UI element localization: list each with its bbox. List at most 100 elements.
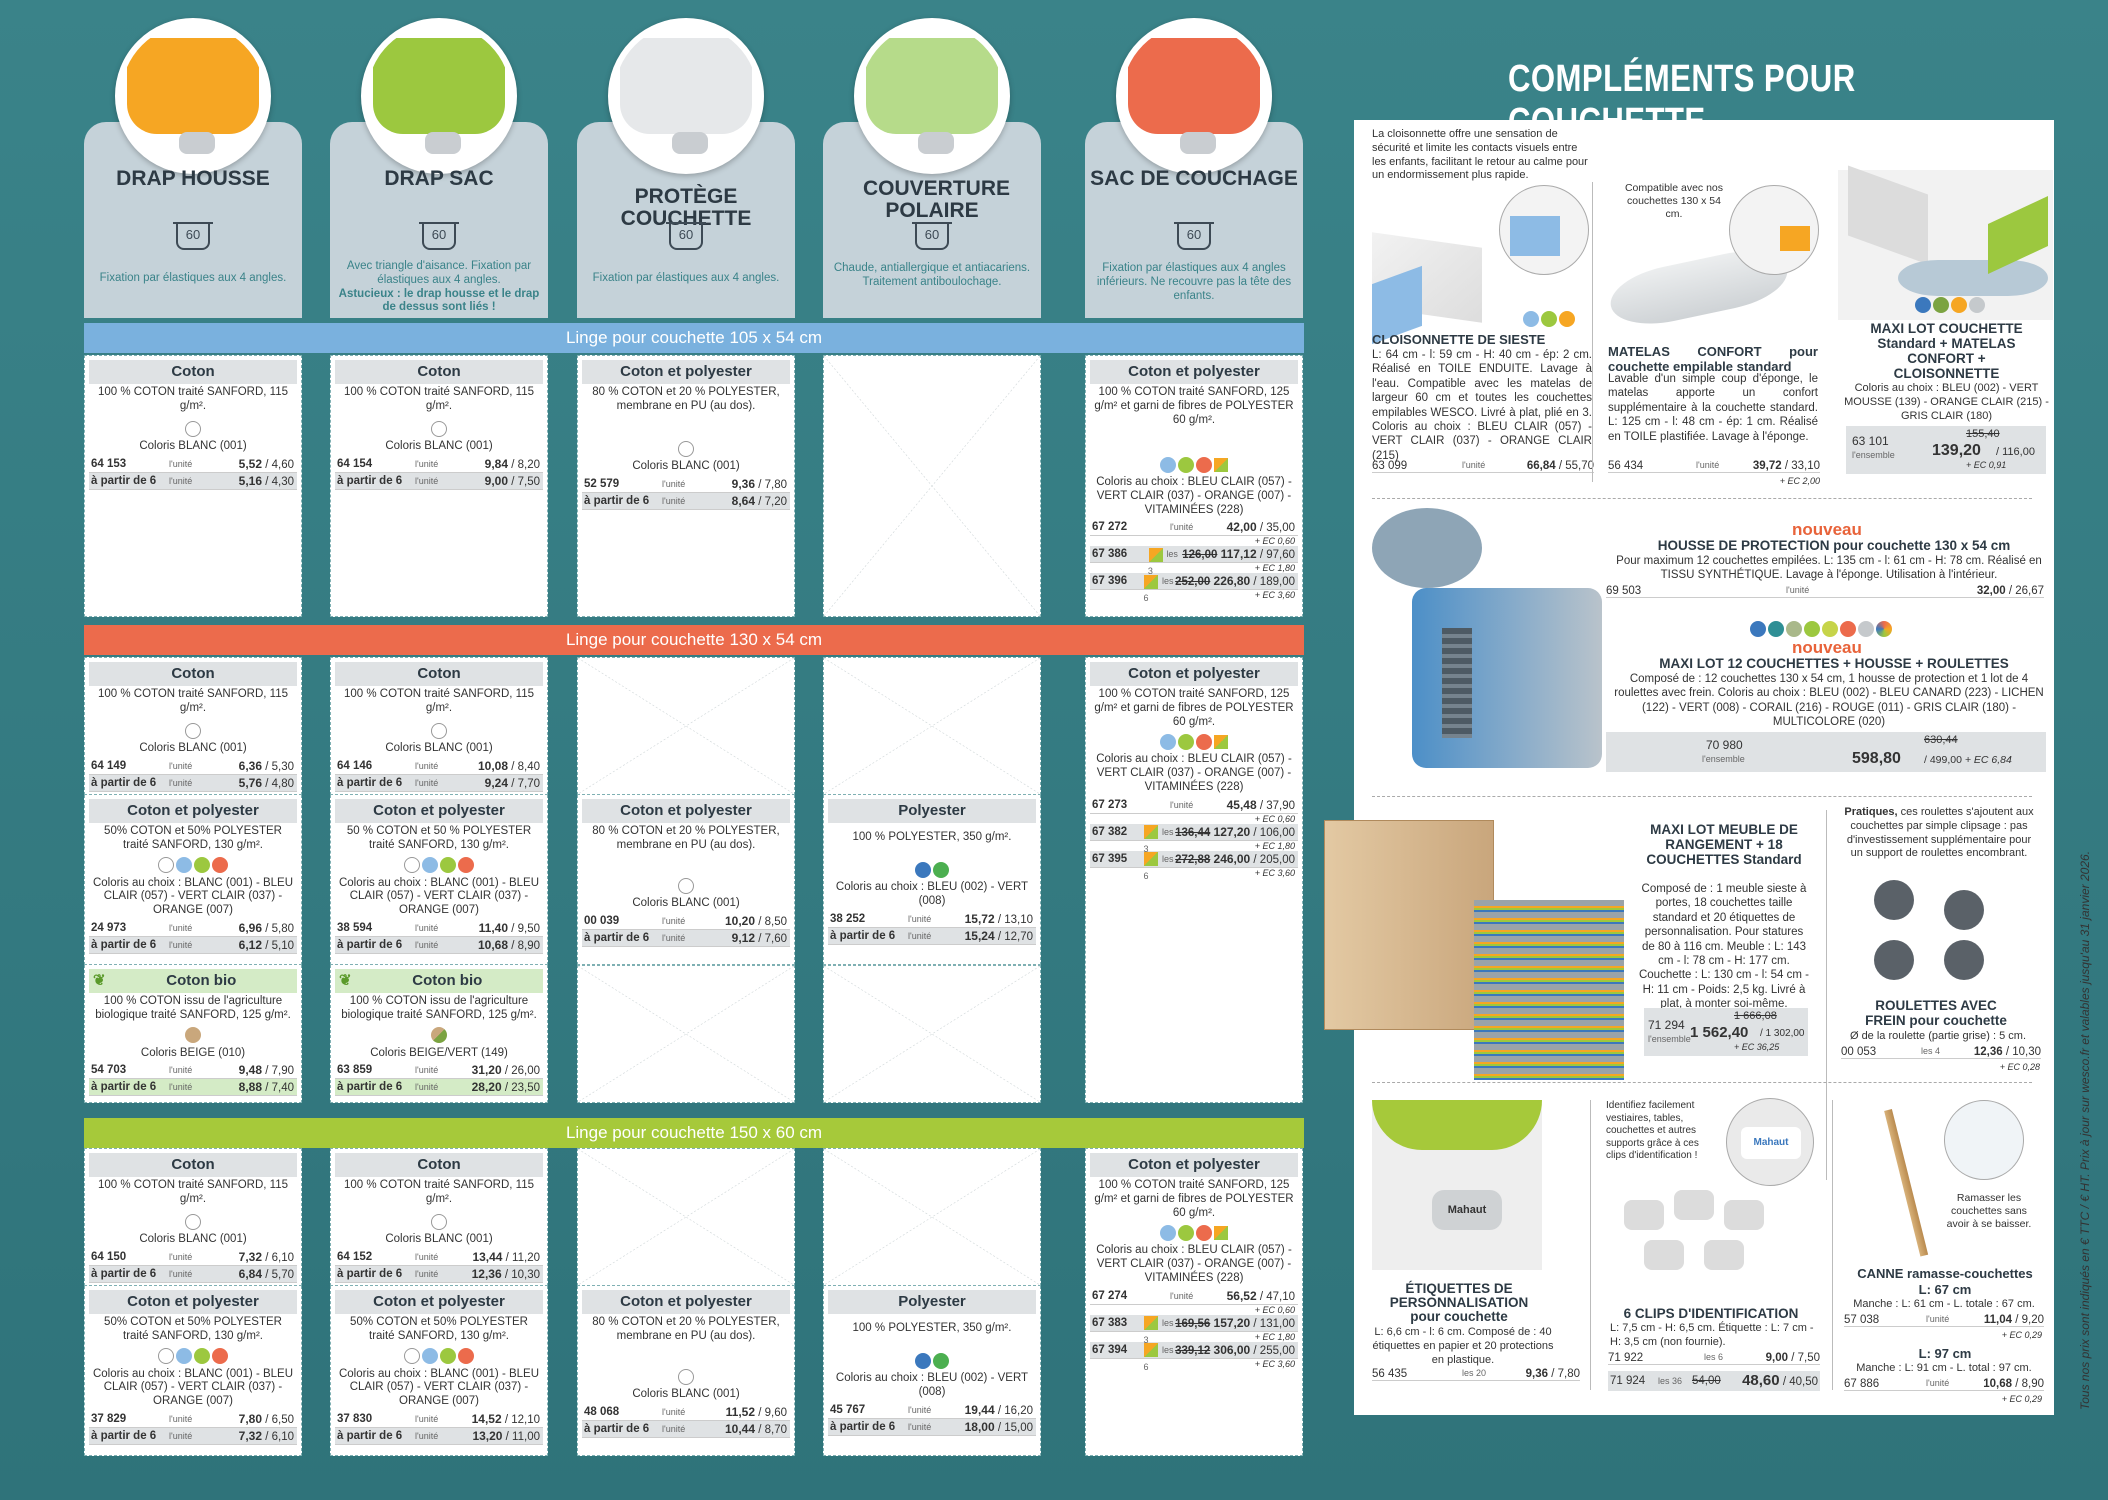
color-swatches bbox=[331, 420, 547, 438]
column-title-4: SAC DE COUCHAGE bbox=[1090, 167, 1298, 190]
p8-text: L: 6,6 cm - l: 6 cm. Composé de : 40 éti… bbox=[1372, 1326, 1554, 1366]
polaire-cell: Polyester 100 % POLYESTER, 350 g/m². Col… bbox=[823, 795, 1041, 965]
price-row: 52 579 l'unité 9,36 / 7,80 bbox=[582, 476, 790, 493]
price-row: à partir de 6 l'unité 9,24 / 7,70 bbox=[335, 774, 543, 792]
color-swatches bbox=[578, 877, 794, 895]
p4-text: Pour maximum 12 couchettes empilées. L: … bbox=[1616, 555, 2042, 582]
p2-title: MATELAS CONFORT pour couchette empilable… bbox=[1608, 344, 1818, 374]
p6-title: MAXI LOT MEUBLE DE RANGEMENT + 18 COUCHE… bbox=[1646, 822, 1802, 867]
product-photo-3 bbox=[854, 18, 1010, 174]
price-row: à partir de 6 l'unité 8,64 / 7,20 bbox=[582, 492, 790, 510]
vitamine-swatch-icon bbox=[1144, 1343, 1159, 1358]
cloisonnette-image bbox=[1372, 220, 1512, 345]
price-row: 67 396 les 6 252,00 226,80 / 189,00 bbox=[1090, 573, 1298, 603]
band-105: Linge pour couchette 105 x 54 cm bbox=[84, 323, 1304, 353]
coton-cell: Coton 100 % COTON traité SANFORD, 115 g/… bbox=[84, 1148, 302, 1286]
price-row: à partir de 6 l'unité 13,20 / 11,00 bbox=[335, 1427, 543, 1445]
cloisonnette-detail bbox=[1499, 185, 1589, 275]
p5-price-box: 70 980 l'ensemble 630,44 598,80 / 499,00… bbox=[1606, 732, 2046, 772]
coton-cell: Coton 100 % COTON traité SANFORD, 115 g/… bbox=[330, 355, 548, 617]
price-row: 38 252 l'unité 15,72 / 13,10 bbox=[828, 911, 1036, 928]
price-row: à partir de 6 l'unité 18,00 / 15,00 bbox=[828, 1418, 1036, 1436]
vitamine-swatch-icon bbox=[1144, 825, 1159, 840]
price-row: 67 273 l'unité 45,48 / 37,90 bbox=[1090, 797, 1298, 814]
leaf-icon: ❦ bbox=[93, 972, 106, 989]
leaf-icon: ❦ bbox=[339, 972, 352, 989]
column-desc-4: Fixation par élastiques aux 4 angles inf… bbox=[1096, 262, 1292, 302]
price-row: à partir de 6 l'unité 9,12 / 7,60 bbox=[582, 929, 790, 947]
price-row: 37 829 l'unité 7,80 / 6,50 bbox=[89, 1411, 297, 1428]
coton-cell: Coton 100 % COTON traité SANFORD, 115 g/… bbox=[84, 657, 302, 795]
price-row: 64 150 l'unité 7,32 / 6,10 bbox=[89, 1249, 297, 1266]
vitamine-swatch-icon bbox=[1144, 852, 1159, 867]
price-row: 64 146 l'unité 10,08 / 8,40 bbox=[335, 758, 543, 775]
empty-cell bbox=[823, 1148, 1041, 1286]
price-row: 45 767 l'unité 19,44 / 16,20 bbox=[828, 1402, 1036, 1419]
empty-cell bbox=[823, 355, 1041, 617]
wash-60-icon: 60 bbox=[577, 222, 795, 250]
column-title-3: COUVERTURE POLAIRE bbox=[863, 177, 1011, 223]
p10-intro: Ramasser les couchettes sans avoir à se … bbox=[1946, 1192, 2032, 1231]
empty-cell bbox=[577, 657, 795, 795]
column-desc-0: Fixation par élastiques aux 4 angles. bbox=[99, 272, 287, 284]
price-row: 63 859 l'unité 31,20 / 26,00 bbox=[335, 1062, 543, 1080]
p8-title: ÉTIQUETTES DE PERSONNALISATION pour couc… bbox=[1389, 1281, 1529, 1325]
housse-image bbox=[1372, 508, 1612, 788]
price-row: 00 039 l'unité 10,20 / 8,50 bbox=[582, 913, 790, 930]
price-row: 67 274 l'unité 56,52 / 47,10 bbox=[1090, 1288, 1298, 1305]
color-swatches bbox=[331, 722, 547, 740]
color-swatches bbox=[578, 440, 794, 458]
roulettes-image bbox=[1874, 880, 2004, 990]
price-row: à partir de 6 l'unité 5,76 / 4,80 bbox=[89, 774, 297, 792]
p10-sub2: L: 97 cm bbox=[1918, 1346, 1972, 1361]
p9-text: L: 7,5 cm - H: 6,5 cm. Étiquette : L: 7 … bbox=[1610, 1322, 1814, 1348]
column-title-2: PROTÈGE COUCHETTE bbox=[620, 185, 752, 231]
empty-cell bbox=[823, 657, 1041, 795]
color-swatches bbox=[1086, 733, 1302, 751]
compat-note: Compatible avec nos couchettes 130 x 54 … bbox=[1624, 182, 1724, 221]
wash-60-icon: 60 bbox=[330, 222, 548, 250]
wash-60-icon: 60 bbox=[84, 222, 302, 250]
coton-bio-cell: ❦Coton bio 100 % COTON issu de l'agricul… bbox=[330, 965, 548, 1103]
color-swatches bbox=[85, 1027, 301, 1045]
p10-text1: Manche : L: 61 cm - L. totale : 67 cm. bbox=[1853, 1298, 2035, 1310]
price-row: 64 153 l'unité 5,52 / 4,60 bbox=[89, 456, 297, 473]
color-swatches bbox=[85, 420, 301, 438]
protege-cell: Coton et polyester 80 % COTON et 20 % PO… bbox=[577, 355, 795, 617]
price-row: à partir de 6 l'unité 9,00 / 7,50 bbox=[335, 472, 543, 490]
p5-title: MAXI LOT 12 COUCHETTES + HOUSSE + ROULET… bbox=[1659, 656, 2009, 671]
meuble-image bbox=[1324, 820, 1664, 1200]
p10-sub1: L: 67 cm bbox=[1918, 1282, 1972, 1297]
sac-cell: Coton et polyester 100 % COTON traité SA… bbox=[1085, 355, 1303, 617]
vitamine-swatch-icon bbox=[1144, 1316, 1159, 1331]
price-row: 67 394 les 6 339,12 306,00 / 255,00 bbox=[1090, 1341, 1298, 1372]
color-swatches bbox=[1086, 456, 1302, 474]
price-row: à partir de 6 l'unité 10,68 / 8,90 bbox=[335, 936, 543, 954]
color-swatches bbox=[331, 1027, 547, 1045]
price-row: 48 068 l'unité 11,52 / 9,60 bbox=[582, 1404, 790, 1421]
coton-poly-cell: Coton et polyester 50% COTON et 50% POLY… bbox=[84, 1286, 302, 1456]
coton-poly-cell: Coton et polyester 50% COTON et 50% POLY… bbox=[84, 795, 302, 965]
column-desc-1: Avec triangle d'aisance. Fixation par él… bbox=[338, 260, 540, 314]
color-swatches bbox=[578, 1368, 794, 1386]
price-row: à partir de 6 l'unité 15,24 / 12,70 bbox=[828, 927, 1036, 945]
price-row: 64 152 l'unité 13,44 / 11,20 bbox=[335, 1249, 543, 1266]
p3-title: MAXI LOT COUCHETTE Standard + MATELAS CO… bbox=[1870, 321, 2023, 381]
price-row: 67 382 les 3 136,44 127,20 / 106,00 bbox=[1090, 823, 1298, 854]
p3-price-box: 63 101 l'ensemble 155,40 139,20 / 116,00… bbox=[1846, 426, 2046, 474]
price-row: à partir de 6 l'unité 10,44 / 8,70 bbox=[582, 1420, 790, 1438]
empty-cell bbox=[577, 965, 795, 1103]
p9-intro: Identifiez facilement vestiaires, tables… bbox=[1606, 1100, 1699, 1161]
color-swatches bbox=[85, 722, 301, 740]
clips-image bbox=[1614, 1180, 1814, 1290]
price-row: 38 594 l'unité 11,40 / 9,50 bbox=[335, 920, 543, 937]
price-row: à partir de 6 l'unité 6,84 / 5,70 bbox=[89, 1265, 297, 1283]
nouveau-2: nouveau bbox=[1792, 638, 1862, 657]
coton-cell: Coton 100 % COTON traité SANFORD, 115 g/… bbox=[330, 1148, 548, 1286]
intro-text: La cloisonnette offre une sensation de s… bbox=[1372, 128, 1588, 182]
etiquette-image: Mahaut bbox=[1372, 1100, 1542, 1270]
price-row: 67 395 les 6 272,88 246,00 / 205,00 bbox=[1090, 850, 1298, 881]
